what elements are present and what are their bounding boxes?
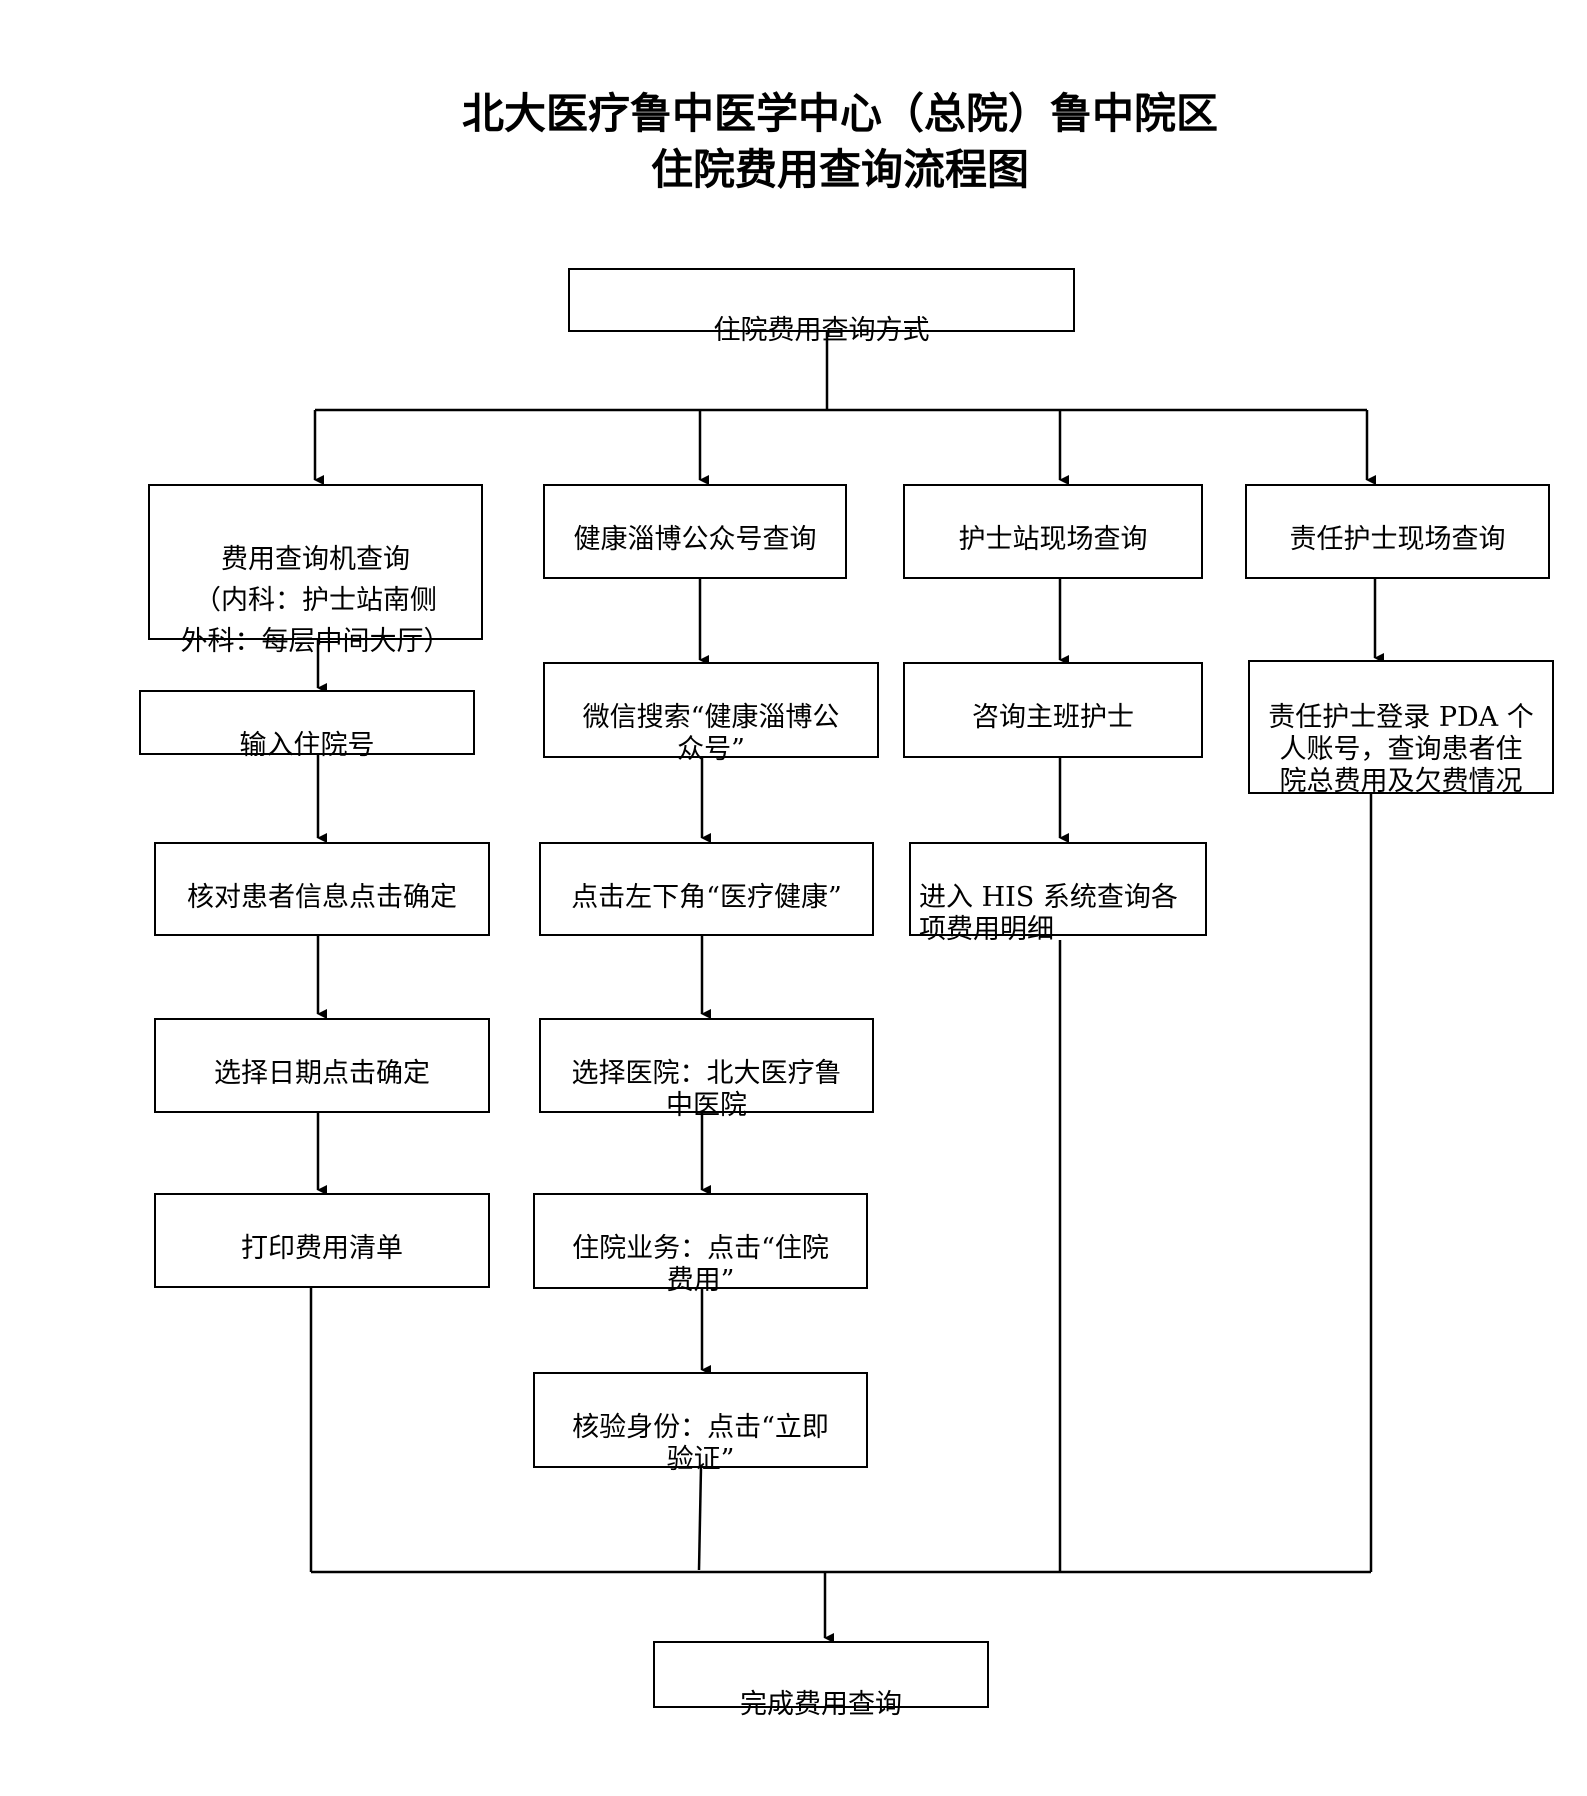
col2-step1: 健康淄博公众号查询 [543, 484, 847, 579]
end-node: 完成费用查询 [653, 1641, 989, 1720]
col2-step5: 住院业务：点击“住院 费用” [533, 1193, 868, 1296]
col3-step3: 进入 HIS 系统查询各 项费用明细 [909, 842, 1207, 945]
col2-step4: 选择医院：北大医疗鲁 中医院 [539, 1018, 874, 1121]
col1-step5-label: 打印费用清单 [241, 1233, 403, 1264]
col2-step1-label: 健康淄博公众号查询 [573, 524, 817, 555]
col1-step4: 选择日期点击确定 [154, 1018, 490, 1113]
end-label: 完成费用查询 [740, 1689, 902, 1720]
page-title: 北大医疗鲁中医学中心（总院）鲁中院区 [461, 89, 1218, 138]
col2-step3-label: 点击左下角“医疗健康” [571, 882, 842, 913]
col2-step2: 微信搜索“健康淄博公 众号” [543, 662, 879, 765]
page-subtitle: 住院费用查询流程图 [650, 145, 1029, 194]
col3-step1-label: 护士站现场查询 [958, 524, 1148, 555]
col1-step1: 费用查询机查询 （内科：护士站南侧 外科：每层中间大厅） [148, 484, 483, 657]
col2-step4-label: 选择医院：北大医疗鲁 中医院 [571, 1058, 842, 1121]
col3-step1: 护士站现场查询 [903, 484, 1203, 579]
col2-step3: 点击左下角“医疗健康” [539, 842, 874, 936]
col4-step1-label: 责任护士现场查询 [1289, 524, 1506, 555]
col3-step3-label: 进入 HIS 系统查询各 项费用明细 [919, 882, 1178, 945]
col1-step2-label: 输入住院号 [239, 730, 375, 761]
col1-step1-label: 费用查询机查询 （内科：护士站南侧 外科：每层中间大厅） [180, 544, 451, 657]
col1-step4-label: 选择日期点击确定 [214, 1058, 430, 1089]
root-label: 住院费用查询方式 [713, 315, 930, 346]
col1-step2: 输入住院号 [139, 690, 475, 761]
col2-step2-label: 微信搜索“健康淄博公 众号” [582, 702, 840, 765]
col1-step3-label: 核对患者信息点击确定 [187, 882, 457, 913]
col1-step3: 核对患者信息点击确定 [154, 842, 490, 936]
col3-step2: 咨询主班护士 [903, 662, 1203, 758]
col2-step6-label: 核验身份：点击“立即 验证” [572, 1412, 829, 1475]
col1-step5: 打印费用清单 [154, 1193, 490, 1288]
col3-step2-label: 咨询主班护士 [972, 702, 1134, 733]
col4-step2-label: 责任护士登录 PDA 个 人账号，查询患者住 院总费用及欠费情况 [1268, 702, 1534, 797]
col4-step2: 责任护士登录 PDA 个 人账号，查询患者住 院总费用及欠费情况 [1248, 660, 1554, 797]
col4-step1: 责任护士现场查询 [1245, 484, 1550, 579]
col2-step5-label: 住院业务：点击“住院 费用” [572, 1233, 829, 1296]
col2-step6: 核验身份：点击“立即 验证” [533, 1372, 868, 1475]
root-node: 住院费用查询方式 [568, 268, 1075, 346]
